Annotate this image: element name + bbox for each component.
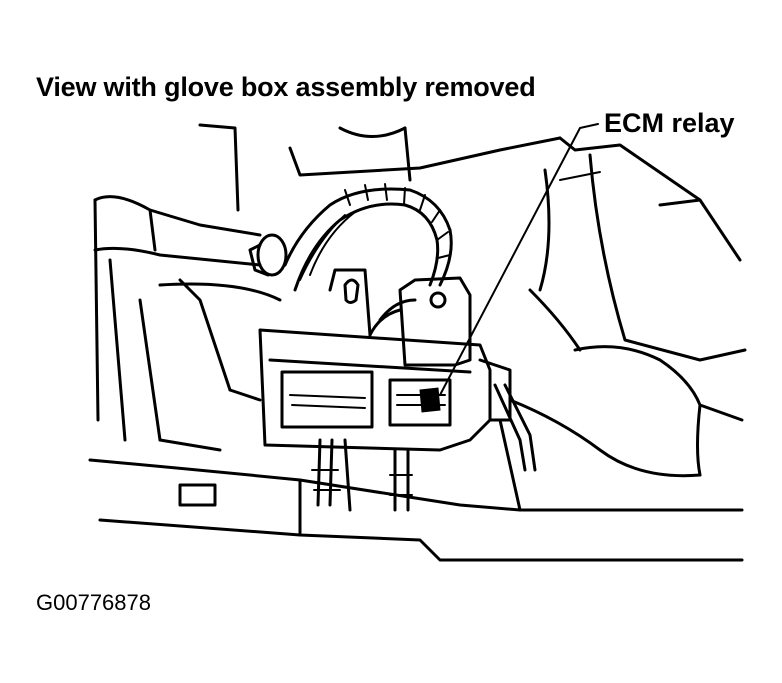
ecm-relay [368,276,472,367]
floor-panel [88,398,744,562]
diagram-title: View with glove box assembly removed [36,72,536,102]
mounting-bracket [328,268,372,337]
left-duct-housing [93,195,282,507]
relay-connector-block [258,328,512,452]
wiring-harness [283,183,453,292]
connector-wires [311,383,537,512]
figure-id: G00776878 [36,590,151,615]
right-trim-panel [528,153,747,477]
ecm-relay-callout-label: ECM relay [604,108,735,138]
wire-clip [248,233,288,277]
ecm-relay-leader-line [439,123,599,396]
